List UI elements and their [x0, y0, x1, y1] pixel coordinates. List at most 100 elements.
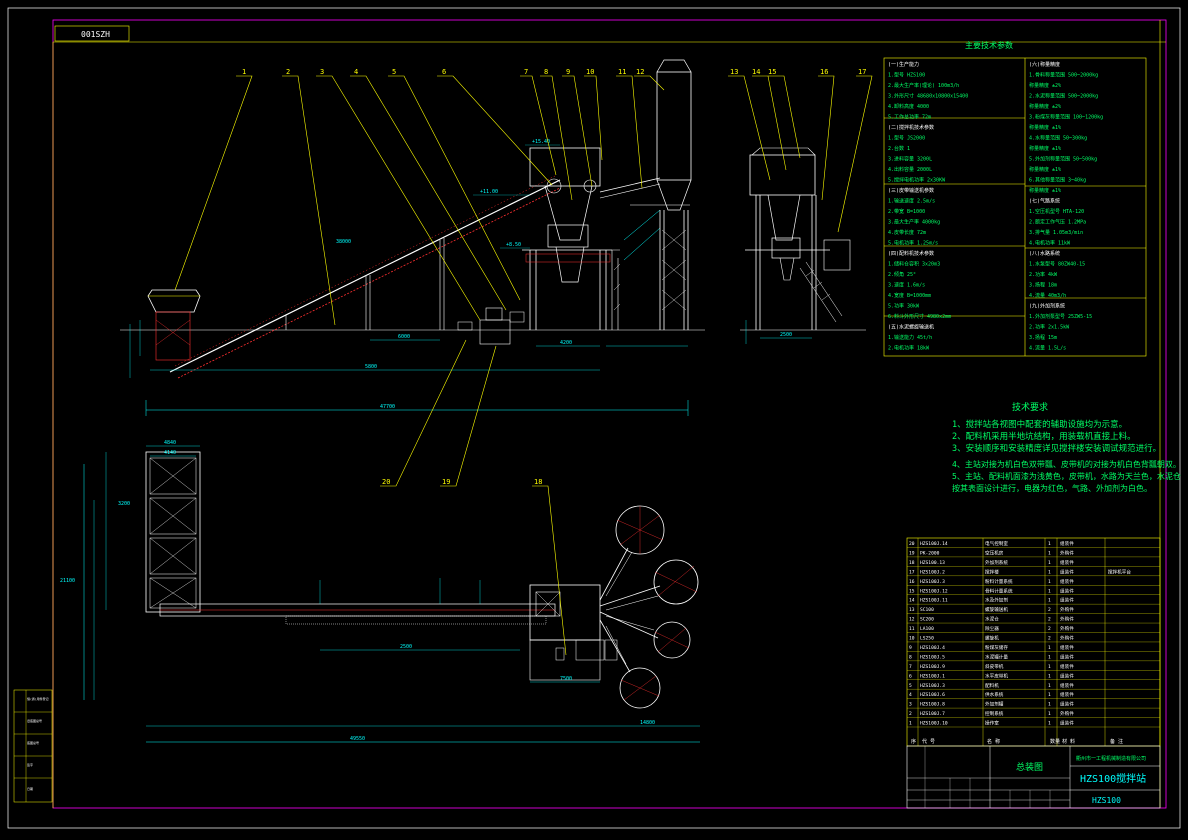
drawing-no-box: [54, 25, 130, 42]
bom-cell: HZS100J.12: [920, 588, 948, 594]
bom-cell: HZS100J.10: [920, 721, 948, 727]
callout-9: 9: [566, 68, 570, 76]
product-code: HZS100: [1092, 796, 1121, 805]
bom-cell: 1: [1048, 664, 1051, 670]
bom-cell: 搅拌楼: [985, 568, 999, 575]
bom-cell: 组装件: [1060, 578, 1074, 585]
bom-cell: 组装件: [1060, 672, 1074, 679]
tech-line-6: 按其表面设计进行，电器为红色，气路、外加剂为白色。: [952, 483, 1152, 493]
param-line: 4.电机功率 11kW: [1029, 240, 1071, 247]
dim-total-length: 47700: [380, 404, 395, 410]
bom-cell: 粉料计量系统: [985, 578, 1013, 585]
bom-cell: SC100: [920, 607, 934, 613]
bom-cell: 组装件: [1060, 644, 1074, 651]
param-line: 1.水泵型号 80ZW40-15: [1029, 261, 1085, 268]
bom-cell: 1: [1048, 683, 1051, 689]
bom-cell: HZS100J.6: [920, 692, 945, 698]
param-line: (四)配料机技术参数: [888, 250, 934, 257]
param-line: 称量精度 ±1%: [1029, 145, 1061, 152]
tech-line-4: 4、主站对接为机白色双带瓢、皮带机的对接为机白色背瓢朝双。: [952, 459, 1181, 469]
param-line: 6.料斗外形尺寸 4980x2mm: [888, 313, 951, 320]
bom-cell: PK-2000: [920, 550, 940, 556]
dim-plan-length: 49550: [350, 736, 365, 742]
param-line: 1.储料仓容积 3x20m3: [888, 261, 940, 268]
bom-cell: HZS100J.2: [920, 569, 945, 575]
param-line: 1.型号 HZS100: [888, 72, 925, 79]
callout-18: 18: [534, 478, 542, 486]
bom-header-cell: 序: [911, 738, 916, 745]
bom-cell: 15: [909, 588, 915, 594]
param-line: 5.电机功率 1.25m/s: [888, 240, 938, 247]
tech-line-2: 2、配料机采用半地坑结构，用装载机直接上料。: [952, 431, 1136, 442]
bom-cell: 螺旋机: [985, 635, 999, 642]
callout-4: 4: [354, 68, 358, 76]
param-line: 4.流量 40m3/h: [1029, 292, 1066, 299]
bom-header-cell: 数量: [1050, 738, 1060, 745]
drawing-number: 001SZH: [81, 30, 110, 39]
param-line: 2.最大生产率(理论) 100m3/h: [888, 82, 959, 89]
bom-cell: 控制系统: [985, 710, 1004, 717]
bom-header-cell: 材 料: [1062, 738, 1075, 745]
bom-cell: 组装件: [1060, 701, 1074, 708]
bom-cell: 外购件: [1060, 625, 1074, 632]
bom-cell: HZS100J.11: [920, 598, 948, 604]
inner-frame: [52, 19, 1167, 809]
bom-cell: 水及外加剂: [985, 597, 1008, 604]
param-line: 1.型号 JS2000: [888, 135, 925, 142]
bom-cell: 1: [1048, 598, 1051, 604]
bom-cell: HZS100J.9: [920, 664, 945, 670]
elev-1540: +15.40: [532, 139, 550, 145]
bom-cell: HZS100J.3: [920, 683, 945, 689]
bom-cell: 1: [1048, 702, 1051, 708]
param-line: 5.外加剂称量范围 50~500kg: [1029, 156, 1097, 163]
param-line: 1.外加剂泵型号 25ZW5-15: [1029, 313, 1092, 320]
bom-cell: 搅拌机平台: [1108, 568, 1131, 575]
param-line: 5.搅拌电机功率 2x30KW: [888, 177, 946, 184]
side-view: 2500: [740, 147, 866, 344]
bom-cell: 供水系统: [985, 691, 1004, 698]
bom-cell: 1: [1048, 569, 1051, 575]
bom-cell: 外购件: [1060, 549, 1074, 556]
param-line: (一)生产能力: [888, 61, 919, 68]
bom-cell: 骨料计量系统: [985, 587, 1013, 594]
bom-cell: 组装件: [1060, 540, 1074, 547]
bom-cell: 2: [1048, 607, 1051, 613]
param-line: 5.工作总功率 72m: [888, 114, 931, 121]
param-line: 4.皮带长度 72m: [888, 229, 926, 236]
bom-cell: 1: [1048, 550, 1051, 556]
callout-5: 5: [392, 68, 396, 76]
param-line: 1.骨料称量范围 500~2000kg: [1029, 72, 1098, 79]
dim-plan-width: 21100: [60, 578, 75, 584]
param-line: 3.粉煤灰称量范围 100~1200kg: [1029, 114, 1103, 121]
bom-cell: 19: [909, 550, 915, 556]
strip-label-4: 签字: [27, 762, 33, 767]
bom-cell: LA100: [920, 626, 934, 632]
bom-cell: 2: [1048, 617, 1051, 623]
dim-4840: 4840: [164, 440, 176, 446]
bom-cell: 组装件: [1060, 559, 1074, 566]
bom-cell: 18: [909, 560, 915, 566]
param-line: 2.功率 4kW: [1029, 271, 1058, 278]
param-line: 3.扬程 15m: [1029, 334, 1057, 341]
elev-850: +8.50: [506, 242, 521, 248]
bom-cell: 14: [909, 598, 915, 604]
bom-cell: 组装件: [1060, 682, 1074, 689]
bom-cell: 粉煤灰储存: [985, 644, 1008, 651]
bom-cell: 20: [909, 541, 915, 547]
dim-belt: 38000: [336, 239, 351, 245]
dim-3200: 3200: [118, 501, 130, 507]
param-line: 3.外形尺寸 48680x10800x15400: [888, 93, 968, 100]
bom-cell: 外加剂罐: [985, 701, 1004, 708]
bom-cell: 外购件: [1060, 616, 1074, 623]
bom-cell: 7: [909, 664, 912, 670]
bom-cell: 16: [909, 579, 915, 585]
bom-cell: HZS100J.1: [920, 673, 945, 679]
param-line: 称量精度 ±1%: [1029, 124, 1061, 131]
dim-5800: 5800: [365, 364, 377, 370]
params-title: 主要技术参数: [965, 40, 1013, 50]
bom-cell: 2: [909, 711, 912, 717]
bom-cell: 1: [1048, 541, 1051, 547]
